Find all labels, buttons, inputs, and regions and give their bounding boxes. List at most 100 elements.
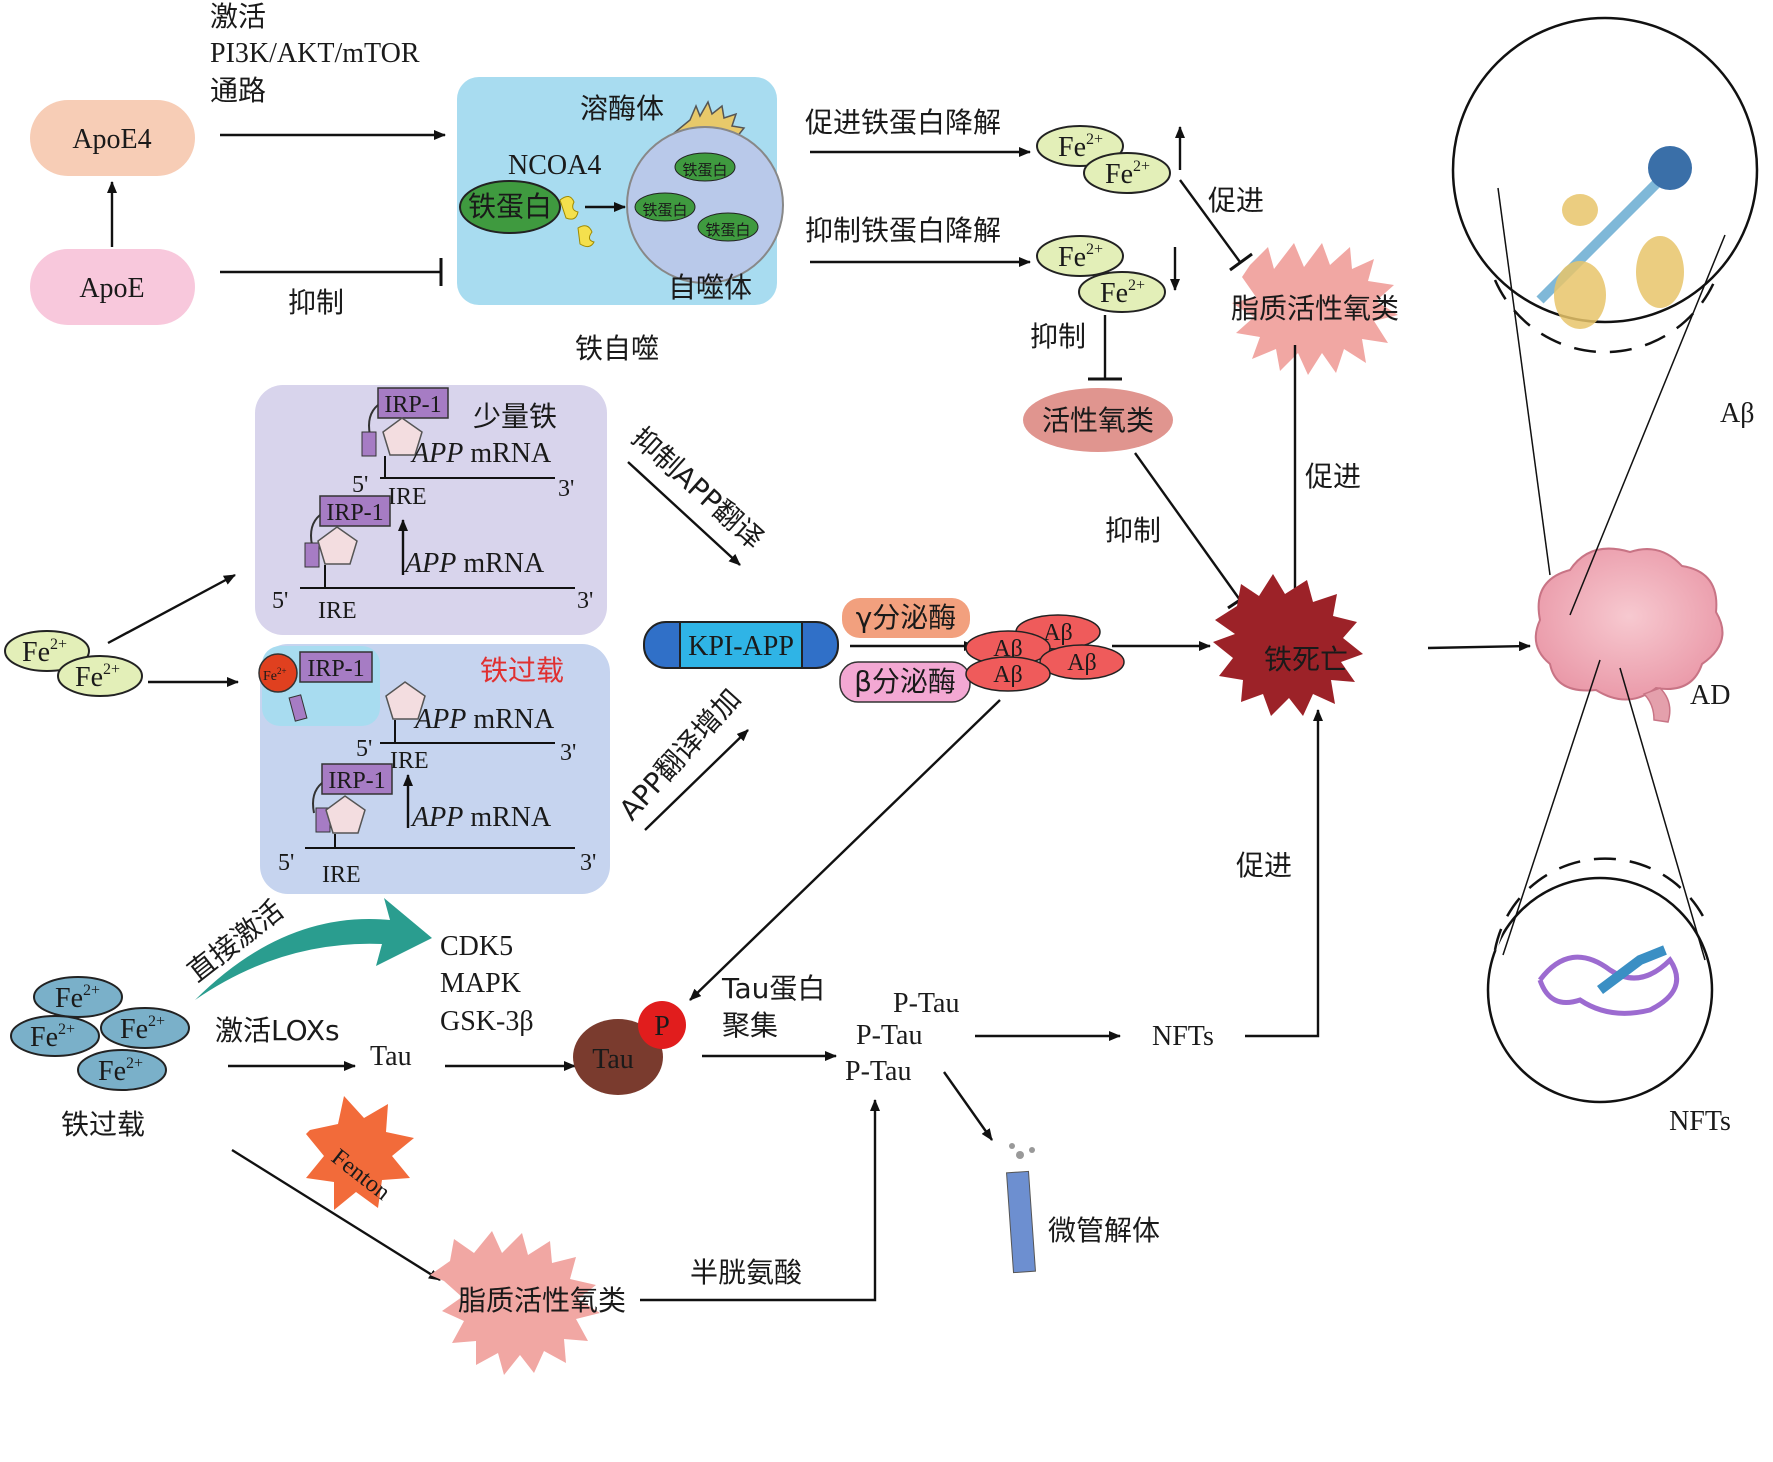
ire-label-1: IRE [388, 484, 427, 510]
ad-label: AD [1690, 680, 1730, 711]
kinase-gsk3b: GSK-3β [440, 1006, 534, 1037]
ros-node [1023, 388, 1173, 452]
ferroptosis-label: 铁死亡 [1264, 643, 1348, 676]
tubulin-dot-3 [1009, 1143, 1015, 1149]
ncoa4-icon-2 [577, 225, 595, 248]
overload-label: 铁过载 [480, 654, 564, 687]
pathway-label: PI3K/AKT/mTOR [210, 38, 420, 69]
three-prime-1: 3' [558, 476, 574, 502]
fe-ion-left-2 [57, 655, 143, 697]
plaque-icon-1 [1554, 261, 1606, 329]
fe-bound-label: Fe2+ [263, 666, 287, 684]
fe-overload-1 [33, 976, 123, 1018]
tau-aggregation-label-2: 聚集 [722, 1009, 778, 1042]
fe-overload-4 [77, 1049, 167, 1091]
direct-activate-arrow [195, 898, 432, 1000]
tau-aggregation-label: Tau蛋白 [721, 972, 825, 1005]
ire-loop-2 [317, 526, 358, 565]
fe-overload-2-label: Fe2+ [30, 1021, 75, 1053]
overload-to-lipid-arrow [231, 1148, 441, 1282]
ire-label-4: IRE [322, 862, 361, 888]
autophagosome-label: 自噬体 [668, 271, 752, 304]
tubulin-dot-1 [1016, 1151, 1024, 1159]
ire-label-2: IRE [318, 598, 357, 624]
three-prime-2: 3' [577, 588, 593, 614]
tubulin-dot-2 [1029, 1147, 1035, 1153]
irp1-box-3 [299, 651, 373, 683]
beta-secretase-label: β分泌酶 [854, 665, 956, 698]
fe-mid-1-label: Fe2+ [1058, 241, 1103, 273]
fe-ion-mid-2 [1078, 271, 1166, 313]
fe-left-1-label: Fe2+ [22, 636, 67, 668]
app-mrna-label-2: APP mRNA [403, 548, 545, 579]
fe-promote-label: 促进 [1208, 184, 1264, 217]
five-prime-4: 5' [278, 850, 294, 876]
abeta-zoom-line-1 [1497, 187, 1551, 576]
inhibit-translation-label: 抑制APP翻译 [625, 421, 770, 556]
tau-node [573, 1019, 663, 1095]
irp1-stem-2 [304, 542, 320, 568]
abeta-3 [1039, 644, 1125, 680]
three-prime-3: 3' [560, 740, 576, 766]
lipid-to-ptau-arrow [640, 1099, 880, 1302]
gamma-secretase-label: γ分泌酶 [856, 601, 957, 634]
apoe-node [30, 249, 195, 325]
fe-mid-2-label: Fe2+ [1100, 277, 1145, 309]
ptau-label-3: P-Tau [845, 1056, 911, 1087]
ros-label: 活性氧类 [1042, 404, 1154, 437]
low-iron-label: 少量铁 [473, 400, 557, 433]
fe-ion-top-2 [1083, 152, 1171, 194]
abeta-label-4: Aβ [993, 662, 1023, 688]
lipid-ros-top-label: 脂质活性氧类 [1231, 292, 1399, 325]
irp1-label-1: IRP-1 [384, 392, 441, 418]
kinase-cdk5: CDK5 [440, 931, 513, 962]
fe-overload-3 [100, 1007, 190, 1049]
nfts-zoom-line-1 [1502, 659, 1601, 956]
abeta-label-1: Aβ [1043, 620, 1073, 646]
abeta-4 [965, 656, 1051, 692]
ferritin-label: 铁蛋白 [468, 190, 552, 223]
tau-node-label: Tau [592, 1044, 634, 1075]
abeta-zoom-line-2 [1569, 234, 1726, 616]
fe-left-2-label: Fe2+ [75, 661, 120, 693]
autophagosome [626, 126, 784, 284]
increase-translation-label: APP翻译增加 [613, 682, 748, 827]
irp1-label-4: IRP-1 [328, 768, 385, 794]
lipid-ros-burst-bottom [430, 1231, 600, 1375]
brain-stem-icon [1642, 687, 1671, 723]
lysosome-label: 溶酶体 [580, 92, 664, 125]
brain-icon [1534, 547, 1724, 701]
abeta-panel-label: Aβ [1720, 398, 1754, 429]
ncoa4-icon [559, 196, 579, 220]
abeta-label-3: Aβ [1067, 650, 1097, 676]
nfts-panel-dash [1493, 857, 1707, 951]
irp1-label-3: IRP-1 [307, 656, 364, 682]
fe-ion-mid-1 [1036, 235, 1124, 277]
phospho-label: P [654, 1011, 670, 1042]
fe-promote-line [1179, 179, 1241, 263]
tangle-core-icon [1597, 945, 1667, 994]
fe-overload-3-label: Fe2+ [120, 1013, 165, 1045]
pathway-label-2: 通路 [210, 74, 266, 107]
irp1-stem-3 [288, 694, 308, 722]
ferritin-in-autophagosome-1 [674, 152, 736, 182]
fe-promote-bar [1229, 252, 1253, 272]
apoe4-label: ApoE4 [72, 124, 151, 155]
fenton-burst [306, 1096, 414, 1210]
fe-overload-label: 铁过载 [61, 1108, 145, 1141]
app-mrna-label-1: APP mRNA [410, 438, 552, 469]
app-mrna-label-4: APP mRNA [410, 802, 552, 833]
fe-overload-4-label: Fe2+ [98, 1055, 143, 1087]
apoe-label: ApoE [79, 273, 144, 304]
fe-overload-2 [10, 1015, 100, 1057]
tau-label: Tau [370, 1041, 412, 1072]
ire-label-3: IRE [390, 748, 429, 774]
gamma-secretase-node [842, 598, 970, 638]
nfts-zoom-line-2 [1619, 667, 1706, 961]
ptau-label-1: P-Tau [893, 988, 959, 1019]
apoe4-node [30, 100, 195, 176]
inhibit-translation-arrow [627, 461, 741, 566]
ferritin-small-label-1: 铁蛋白 [682, 161, 727, 179]
kpi-app-center [679, 621, 803, 669]
low-iron-box [255, 385, 607, 635]
